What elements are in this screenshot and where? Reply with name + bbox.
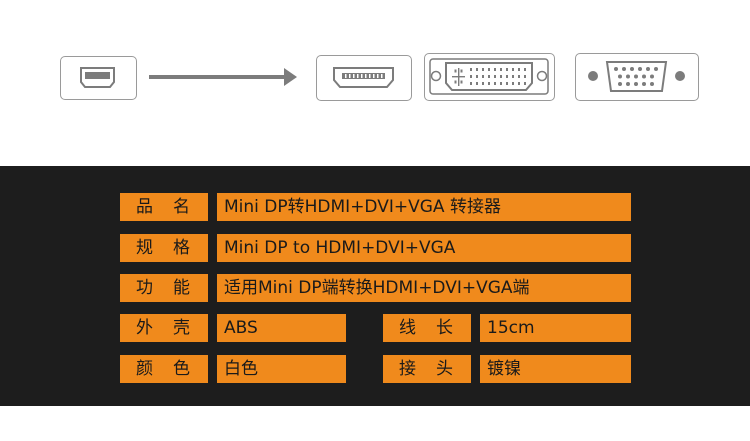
label-char: 长 bbox=[436, 318, 453, 338]
spec-label-cable-length: 线 长 bbox=[383, 314, 471, 342]
spec-value-color: 白色 bbox=[217, 355, 346, 383]
spec-value-function: 适用Mini DP端转换HDMI+DVI+VGA端 bbox=[217, 274, 631, 302]
label-char: 壳 bbox=[173, 318, 190, 338]
spec-label-spec: 规 格 bbox=[120, 234, 208, 262]
label-char: 颜 bbox=[136, 359, 153, 379]
spec-value-spec: Mini DP to HDMI+DVI+VGA bbox=[217, 234, 631, 262]
spec-label-function: 功 能 bbox=[120, 274, 208, 302]
vga-port-icon bbox=[575, 53, 699, 101]
label-char: 外 bbox=[136, 318, 153, 338]
label-char: 功 bbox=[136, 278, 153, 298]
spec-panel: 品 名 Mini DP转HDMI+DVI+VGA 转接器 规 格 Mini DP… bbox=[0, 166, 750, 406]
hdmi-port-icon bbox=[316, 55, 412, 101]
spec-label-connector: 接 头 bbox=[383, 355, 471, 383]
label-char: 能 bbox=[173, 278, 190, 298]
spec-value-name: Mini DP转HDMI+DVI+VGA 转接器 bbox=[217, 193, 631, 221]
connector-diagram bbox=[0, 0, 750, 166]
spec-label-color: 颜 色 bbox=[120, 355, 208, 383]
label-char: 色 bbox=[173, 359, 190, 379]
bottom-margin bbox=[0, 406, 750, 441]
label-char: 格 bbox=[173, 238, 190, 258]
label-char: 接 bbox=[399, 359, 416, 379]
label-char: 线 bbox=[399, 318, 416, 338]
spec-value-shell: ABS bbox=[217, 314, 346, 342]
label-char: 品 bbox=[136, 197, 153, 217]
spec-label-shell: 外 壳 bbox=[120, 314, 208, 342]
mini-displayport-icon bbox=[60, 56, 137, 100]
label-char: 规 bbox=[136, 238, 153, 258]
arrow-head-icon bbox=[284, 68, 297, 86]
label-char: 名 bbox=[173, 197, 190, 217]
dvi-port-icon bbox=[424, 53, 555, 101]
arrow-right-icon bbox=[149, 75, 286, 79]
spec-value-connector: 镀镍 bbox=[480, 355, 631, 383]
spec-value-cable-length: 15cm bbox=[480, 314, 631, 342]
spec-label-name: 品 名 bbox=[120, 193, 208, 221]
label-char: 头 bbox=[436, 359, 453, 379]
